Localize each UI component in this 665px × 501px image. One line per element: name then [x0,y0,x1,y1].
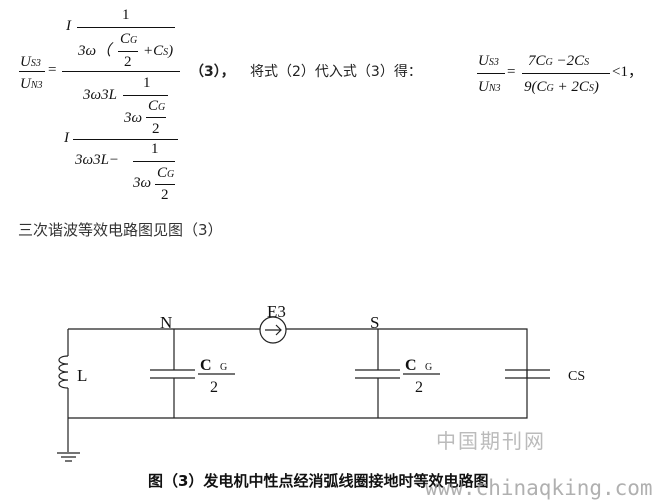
term: CG [120,31,138,47]
figure-caption: 图（3）发电机中性点经消弧线圈接地时等效电路图 [148,472,489,490]
term: 3ω [133,175,152,191]
cap-label: C [200,357,212,374]
lhs-numerator: US3 [20,54,41,70]
source-label: E3 [267,302,286,321]
num: 1 [122,7,130,23]
num: 2 [124,54,132,70]
ground-icon [57,452,80,462]
term: CG [157,165,175,181]
denominator: 9(CG + 2CS) [524,79,599,95]
cap-sub: G [425,362,432,373]
inductor-label: L [77,366,87,385]
less-than-one: <1， [612,64,643,80]
inductor-icon [58,355,69,389]
equation-number: （3）， [190,64,235,80]
term: 3ω3L [83,87,117,103]
node-s-label: S [370,313,379,332]
equals: = [507,64,516,80]
var-i: I [66,18,71,34]
num: 2 [152,121,160,137]
cs-label: CS [568,369,585,384]
num: 1 [143,75,151,91]
lhs-denominator: UN3 [478,79,501,95]
term: 3ω（ [78,43,112,59]
cap-label: C [405,357,417,374]
watermark-url: www.chinaqking.com [425,476,653,500]
num: 1 [151,141,159,157]
equals: = [48,62,57,78]
num: 2 [161,187,169,203]
numerator: 7CG −2CS [528,53,590,69]
term: 3ω [124,110,143,126]
inline-text: 将式（2）代入式（3）得： [250,64,422,80]
node-n-label: N [160,313,172,332]
watermark: 中国期刊网 [436,429,546,453]
term: CG [148,98,166,114]
lhs-numerator: US3 [478,53,499,69]
paragraph: 三次谐波等效电路图见图（3） [18,221,223,239]
term: 3ω3L− [75,152,120,168]
term: +CS) [143,43,174,59]
cap-sub: G [220,362,227,373]
cap-den: 2 [210,379,218,396]
cap-den: 2 [415,379,423,396]
lhs-denominator: UN3 [20,76,43,92]
var-i: I [64,130,69,146]
